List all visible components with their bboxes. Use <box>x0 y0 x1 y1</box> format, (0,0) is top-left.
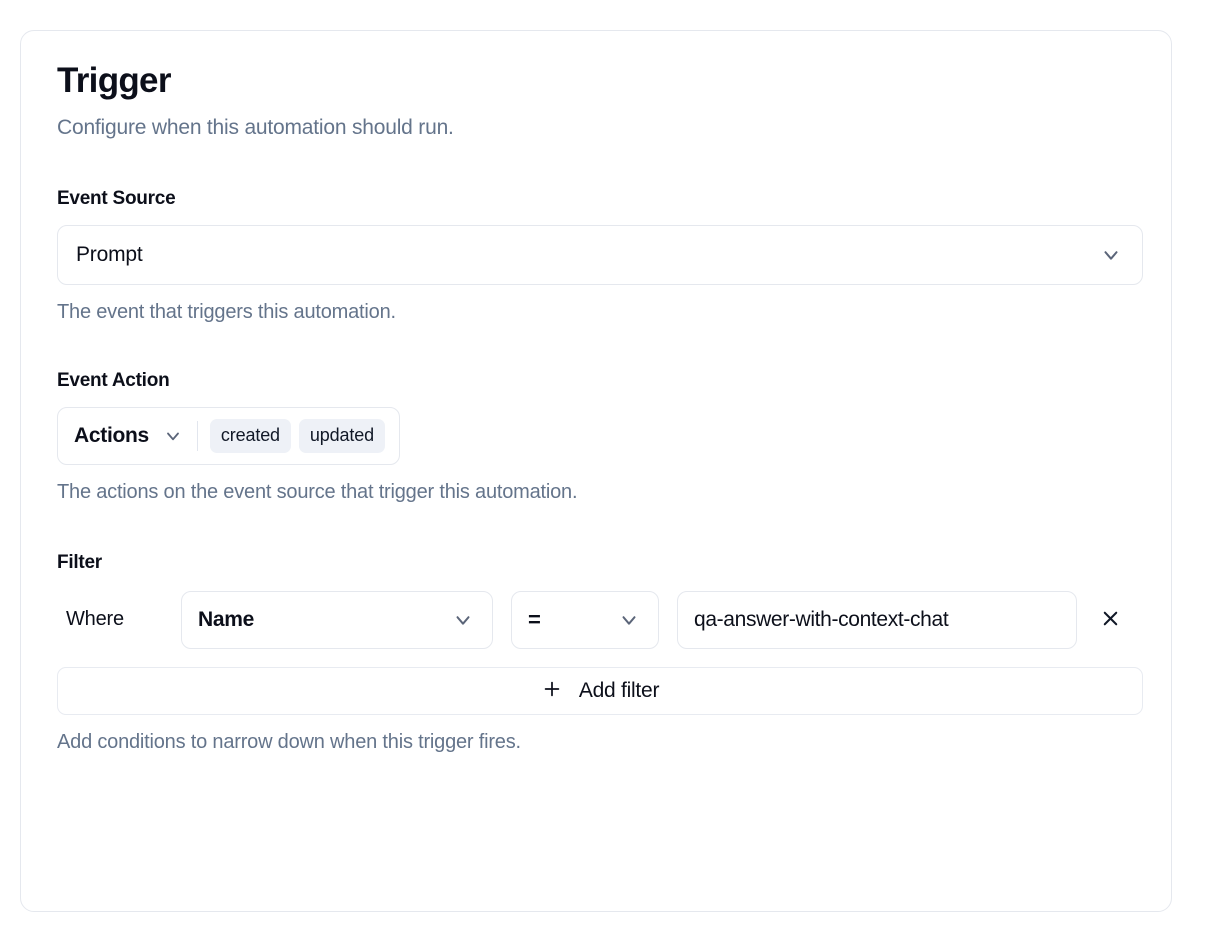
filter-group: Filter Where Name = <box>57 551 1143 754</box>
event-action-pill[interactable]: updated <box>298 418 385 453</box>
page-title: Trigger <box>57 61 171 100</box>
filter-value-input[interactable] <box>694 607 1060 632</box>
close-icon <box>1099 607 1122 633</box>
filter-field-select[interactable]: Name <box>181 590 493 649</box>
filter-operator-select[interactable]: = <box>511 590 659 649</box>
event-source-label: Event Source <box>57 187 176 209</box>
filter-field-value: Name <box>198 607 254 631</box>
event-action-pill[interactable]: created <box>209 418 291 453</box>
chevron-down-icon <box>452 609 474 631</box>
event-action-multiselect[interactable]: Actions created updated <box>57 406 400 465</box>
event-action-help: The actions on the event source that tri… <box>57 480 578 503</box>
filter-value-wrapper <box>677 590 1077 649</box>
chevron-down-icon <box>163 426 183 446</box>
remove-filter-button[interactable] <box>1091 601 1129 639</box>
event-action-label: Event Action <box>57 369 170 391</box>
add-filter-label: Add filter <box>578 678 660 702</box>
where-label: Where <box>66 608 124 630</box>
page-subtitle: Configure when this automation should ru… <box>57 116 454 140</box>
event-action-pills: created updated <box>209 418 385 453</box>
event-action-trigger[interactable]: Actions <box>74 424 197 448</box>
event-source-group: Event Source Prompt The event that trigg… <box>57 187 1143 324</box>
event-action-group: Event Action Actions created updated The… <box>57 370 1135 504</box>
event-action-trigger-label: Actions <box>74 423 149 447</box>
plus-icon <box>541 678 563 703</box>
event-source-value: Prompt <box>76 242 143 266</box>
trigger-card: Trigger Configure when this automation s… <box>20 30 1172 912</box>
filter-label: Filter <box>57 551 102 573</box>
filter-help: Add conditions to narrow down when this … <box>57 730 521 753</box>
filter-operator-value: = <box>528 606 541 632</box>
filter-row: Where Name = <box>57 589 1135 651</box>
divider <box>196 420 198 451</box>
chevron-down-icon <box>1100 244 1122 266</box>
event-source-select[interactable]: Prompt <box>57 224 1143 285</box>
chevron-down-icon <box>618 609 640 631</box>
add-filter-button[interactable]: Add filter <box>57 666 1143 715</box>
event-source-help: The event that triggers this automation. <box>57 300 396 323</box>
